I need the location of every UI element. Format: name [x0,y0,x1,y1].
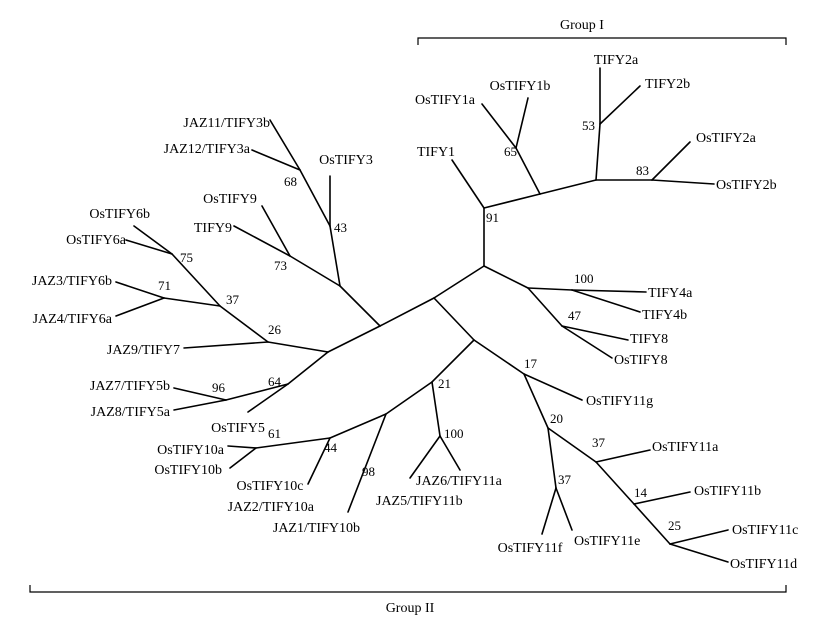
bootstrap-value: 53 [582,118,595,133]
tree-branches [115,67,729,563]
leaf-label: JAZ3/TIFY6b [32,274,112,289]
leaf-label: OsTIFY2a [696,131,757,146]
bootstrap-value: 47 [568,308,582,323]
leaf-label: OsTIFY11g [586,394,653,409]
leaf-label: OsTIFY5 [211,421,265,436]
bootstrap-value: 26 [268,322,282,337]
bootstrap-value: 96 [212,380,226,395]
leaf-label: OsTIFY9 [203,192,257,207]
bootstrap-value: 21 [438,376,451,391]
bootstrap-value: 75 [180,250,193,265]
bootstrap-value: 68 [284,174,297,189]
bootstrap-value: 71 [158,278,171,293]
leaf-labels: OsTIFY1a OsTIFY1b TIFY2a TIFY2b OsTIFY2a… [32,53,799,572]
bootstrap-value: 100 [444,426,464,441]
leaf-label: JAZ7/TIFY5b [90,379,170,394]
group-2-label: Group II [386,601,435,616]
bootstrap-value: 91 [486,210,499,225]
leaf-label: TIFY4a [648,286,693,301]
bootstrap-value: 37 [592,435,606,450]
leaf-label: OsTIFY3 [319,153,373,168]
leaf-label: JAZ5/TIFY11b [376,494,463,509]
leaf-label: OsTIFY1b [490,79,551,94]
bootstrap-value: 61 [268,426,281,441]
bootstrap-value: 37 [558,472,572,487]
bootstrap-value: 14 [634,485,648,500]
leaf-label: OsTIFY11f [498,541,563,556]
bootstrap-value: 20 [550,411,563,426]
leaf-label: OsTIFY10c [237,479,304,494]
leaf-label: JAZ11/TIFY3b [183,116,270,131]
bootstrap-value: 25 [668,518,681,533]
bootstrap-value: 100 [574,271,594,286]
leaf-label: OsTIFY11c [732,523,798,538]
bootstrap-value: 44 [324,440,338,455]
group-1-label: Group I [560,18,604,33]
group-1-bracket: Group I [417,18,787,45]
leaf-label: JAZ4/TIFY6a [33,312,113,327]
leaf-label: JAZ6/TIFY11a [416,474,503,489]
leaf-label: OsTIFY1a [415,93,476,108]
bootstrap-value: 83 [636,163,649,178]
leaf-label: JAZ12/TIFY3a [164,142,251,157]
bootstrap-value: 98 [362,464,375,479]
leaf-label: OsTIFY11a [652,440,719,455]
leaf-label: OsTIFY10b [154,463,222,478]
leaf-label: TIFY9 [194,221,232,236]
leaf-label: OsTIFY11e [574,534,640,549]
bootstrap-value: 37 [226,292,240,307]
group-2-bracket: Group II [29,585,787,616]
leaf-label: OsTIFY10a [157,443,225,458]
leaf-label: OsTIFY2b [716,178,777,193]
leaf-label: OsTIFY6b [89,207,150,222]
leaf-label: OsTIFY8 [614,353,668,368]
leaf-label: JAZ9/TIFY7 [107,343,180,358]
leaf-label: TIFY2b [645,77,690,92]
leaf-label: OsTIFY11d [730,557,797,572]
leaf-label: JAZ2/TIFY10a [228,500,315,515]
leaf-label: OsTIFY6a [66,233,127,248]
leaf-label: JAZ8/TIFY5a [91,405,171,420]
bootstrap-value: 43 [334,220,347,235]
leaf-label: TIFY8 [630,332,668,347]
leaf-label: TIFY4b [642,308,687,323]
leaf-label: JAZ1/TIFY10b [273,521,360,536]
bootstrap-value: 64 [268,374,282,389]
bootstrap-value: 17 [524,356,538,371]
leaf-label: OsTIFY11b [694,484,761,499]
bootstrap-value: 65 [504,144,517,159]
bootstrap-values: 53 65 83 91 100 47 17 20 37 14 25 37 21 … [158,118,681,533]
bootstrap-value: 73 [274,258,287,273]
leaf-label: TIFY2a [594,53,639,68]
leaf-label: TIFY1 [417,145,455,160]
